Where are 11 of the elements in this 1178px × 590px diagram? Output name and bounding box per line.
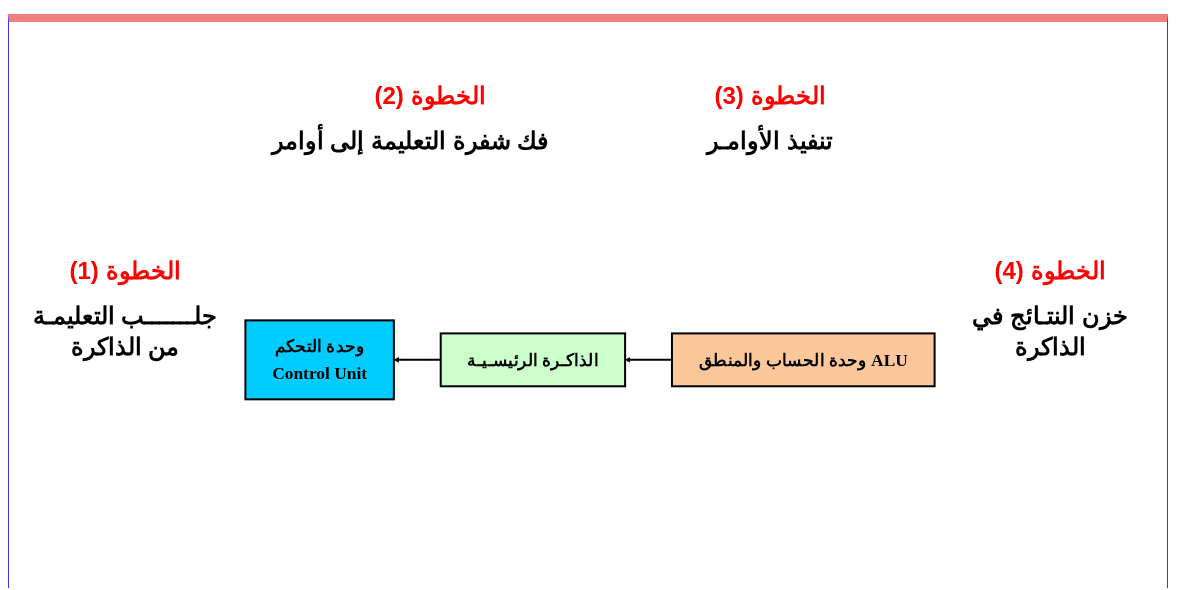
step-description: خزن النتـائج في الذاكرة — [971, 301, 1129, 363]
step-heading: الخطوة (2) — [373, 81, 487, 112]
node-box: الذاكـرة الرئيسـيـة — [439, 332, 627, 388]
step-description: فك شفرة التعليمة إلى أوامر — [230, 125, 590, 157]
step-heading: الخطوة (1) — [68, 256, 182, 287]
step-heading: الخطوة (4) — [993, 256, 1107, 287]
node-box: وحدة الحساب والمنطق ALU — [670, 332, 936, 388]
step-description: تنفيذ الأوامـر — [704, 125, 834, 157]
step-description: جلـــــــب التعليمـة من الذاكرة — [31, 301, 219, 363]
arrow — [393, 357, 441, 363]
step-heading: الخطوة (3) — [713, 81, 827, 112]
